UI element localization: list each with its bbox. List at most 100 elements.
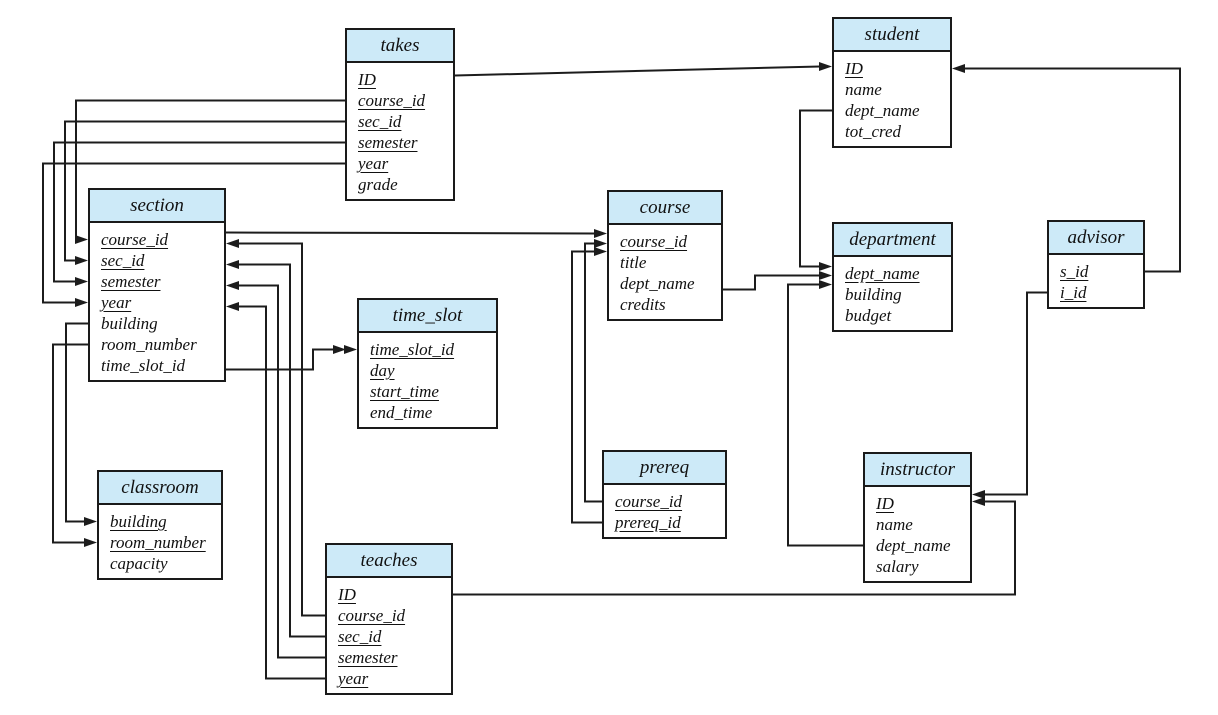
attribute-instructor-salary: salary xyxy=(876,557,919,576)
relationship-line-student-dept_name-to-department-dept_name xyxy=(799,109,832,268)
attribute-teaches-sec_id: sec_id xyxy=(338,627,382,646)
table-title-department: department xyxy=(834,224,951,257)
arrowhead-into-section-course_id xyxy=(226,239,239,248)
arrowhead-into-course-course_id xyxy=(594,229,607,238)
relationship-line-instructor-dept_name-to-department-dept_name xyxy=(787,283,863,547)
attribute-takes-year: year xyxy=(358,154,389,173)
attribute-time_slot-end_time: end_time xyxy=(370,403,433,422)
arrowhead-into-department-dept_name xyxy=(819,271,832,280)
attribute-teaches-course_id: course_id xyxy=(338,606,406,625)
attribute-student-name: name xyxy=(845,80,882,99)
arrowhead-into-course-course_id xyxy=(594,247,607,256)
attribute-student-ID: ID xyxy=(845,59,863,78)
attribute-time_slot-start_time: start_time xyxy=(370,382,439,401)
arrowhead-into-section-year xyxy=(75,298,88,307)
attribute-time_slot-time_slot_id: time_slot_id xyxy=(370,340,455,359)
table-title-advisor: advisor xyxy=(1049,222,1143,255)
attribute-section-course_id: course_id xyxy=(101,230,169,249)
attribute-prereq-course_id: course_id xyxy=(615,492,683,511)
arrowhead-into-student-ID xyxy=(819,62,832,71)
attribute-takes-ID: ID xyxy=(358,70,376,89)
attribute-teaches-year: year xyxy=(338,669,369,688)
relationship-line-teaches-sec_id-to-section-sec_id xyxy=(238,263,325,638)
attribute-department-budget: budget xyxy=(845,306,892,325)
arrowhead-into-department-dept_name xyxy=(819,280,832,289)
attribute-section-year: year xyxy=(101,293,132,312)
attribute-department-dept_name: dept_name xyxy=(845,264,920,283)
attribute-time_slot-day: day xyxy=(370,361,395,380)
attribute-instructor-name: name xyxy=(876,515,913,534)
table-title-prereq: prereq xyxy=(604,452,725,485)
table-attributes-student: ID name dept_name tot_cred xyxy=(834,52,950,146)
attribute-section-sec_id: sec_id xyxy=(101,251,145,270)
relationship-line-teaches-ID-to-instructor-ID xyxy=(453,500,1016,596)
attribute-takes-semester: semester xyxy=(358,133,418,152)
attribute-student-tot_cred: tot_cred xyxy=(845,122,902,141)
attribute-prereq-prereq_id: prereq_id xyxy=(615,513,681,532)
table-title-student: student xyxy=(834,19,950,52)
arrowhead-into-classroom-building xyxy=(84,517,97,526)
table-title-takes: takes xyxy=(347,30,453,63)
attribute-takes-sec_id: sec_id xyxy=(358,112,402,131)
table-title-classroom: classroom xyxy=(99,472,221,505)
arrowhead-into-student-ID xyxy=(952,64,965,73)
attribute-course-course_id: course_id xyxy=(620,232,688,251)
table-title-instructor: instructor xyxy=(865,454,970,487)
relationship-line-section-time_slot_id-to-time_slot-time_slot_id xyxy=(226,348,334,371)
attribute-course-title: title xyxy=(620,253,647,272)
relationship-line-section-room_number-to-classroom-room_number xyxy=(52,343,88,544)
relationship-line-teaches-semester-to-section-semester xyxy=(238,284,325,659)
arrowhead-into-instructor-ID xyxy=(972,497,985,506)
relationship-line-teaches-course_id-to-section-course_id xyxy=(238,242,325,617)
relationship-line-advisor-s_id-to-student-ID xyxy=(964,67,1181,273)
attribute-section-semester: semester xyxy=(101,272,161,291)
relationship-line-takes-course_id-to-section-course_id xyxy=(75,99,345,240)
arrowhead-into-course-course_id xyxy=(594,239,607,248)
table-title-time_slot: time_slot xyxy=(359,300,496,333)
arrowhead-into-section-sec_id xyxy=(226,260,239,269)
attribute-department-building: building xyxy=(845,285,902,304)
table-department: department dept_name building budget xyxy=(832,222,953,332)
attribute-advisor-i_id: i_id xyxy=(1060,283,1087,302)
relationship-line-section-building-to-classroom-building xyxy=(65,322,88,523)
arrowhead-into-classroom-room_number xyxy=(84,538,97,547)
attribute-takes-course_id: course_id xyxy=(358,91,426,110)
attribute-section-building: building xyxy=(101,314,158,333)
attribute-classroom-room_number: room_number xyxy=(110,533,206,552)
relationship-line-prereq-course_id-to-course-course_id xyxy=(584,242,602,503)
attribute-section-room_number: room_number xyxy=(101,335,197,354)
relationship-line-takes-sec_id-to-section-sec_id xyxy=(64,120,345,262)
relationship-line-advisor-i_id-to-instructor-ID xyxy=(984,291,1047,496)
arrowhead-into-department-dept_name xyxy=(819,262,832,271)
arrowhead-into-section-sec_id xyxy=(75,256,88,265)
table-attributes-department: dept_name building budget xyxy=(834,257,951,330)
attribute-course-credits: credits xyxy=(620,295,666,314)
attribute-classroom-building: building xyxy=(110,512,167,531)
arrowhead-into-section-year xyxy=(226,302,239,311)
attribute-instructor-ID: ID xyxy=(876,494,894,513)
relationship-line-takes-year-to-section-year xyxy=(42,162,345,304)
relationship-line-takes-semester-to-section-semester xyxy=(53,141,345,283)
relationship-line-takes-ID-to-student-ID xyxy=(454,65,821,77)
relationship-line-prereq-prereq_id-to-course-course_id xyxy=(571,250,602,524)
attribute-student-dept_name: dept_name xyxy=(845,101,920,120)
relationship-line-teaches-year-to-section-year xyxy=(238,305,325,680)
table-title-teaches: teaches xyxy=(327,545,451,578)
table-attributes-prereq: course_id prereq_id xyxy=(604,485,725,537)
